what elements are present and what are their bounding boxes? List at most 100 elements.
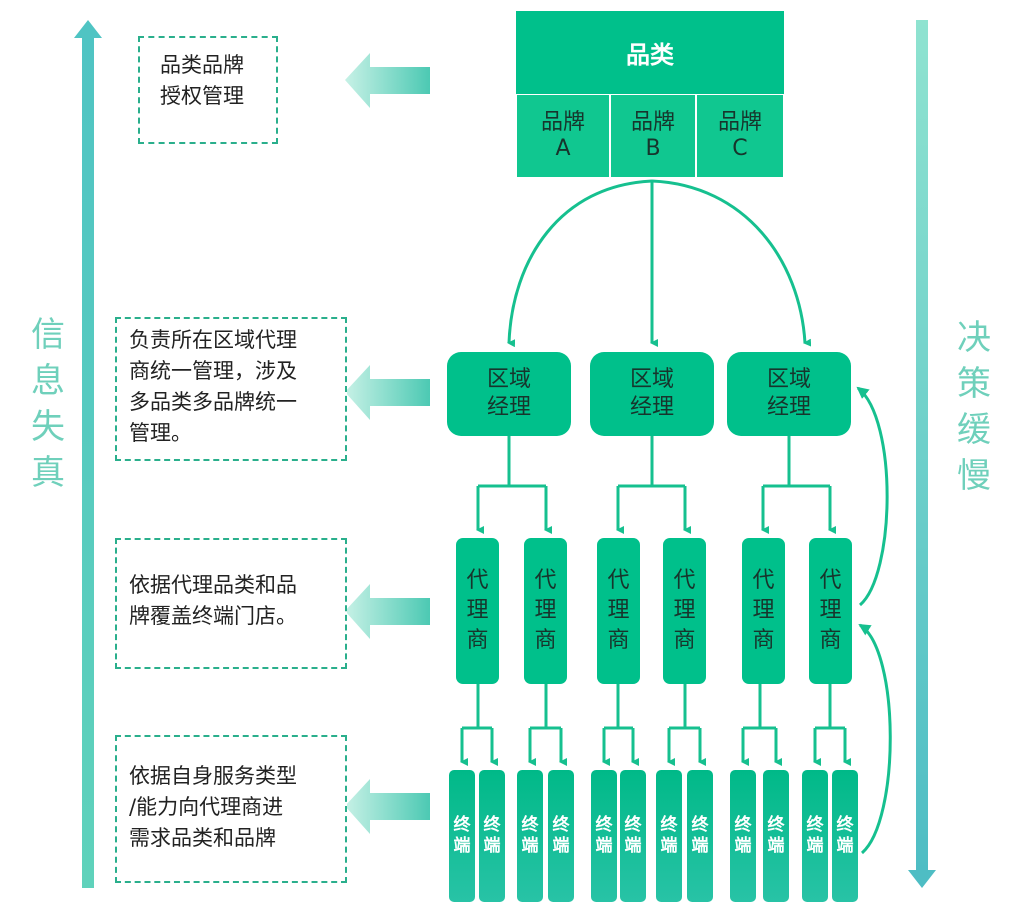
terminal-box: 终端: [832, 770, 858, 902]
terminal-box: 终端: [449, 770, 475, 902]
brand-label: 品牌: [540, 110, 585, 135]
manager-label: 经理: [766, 395, 811, 420]
feedback-arrow: [856, 386, 889, 607]
agent-char: 理: [534, 598, 557, 623]
connector-group: [476, 436, 552, 534]
note-line: 依据代理品类和品: [129, 573, 297, 597]
agent-char: 理: [607, 598, 630, 623]
agent-char: 代: [819, 568, 842, 593]
terminal-char: 终: [453, 815, 471, 835]
connector-group: [667, 684, 706, 766]
regional-manager-box: 区域 经理: [447, 352, 571, 436]
brand-label: 品牌: [630, 110, 675, 135]
terminal-char: 端: [836, 836, 854, 856]
connector-group: [813, 684, 851, 766]
agent-char: 商: [534, 628, 557, 653]
terminal-box: 终端: [802, 770, 828, 902]
terminal-char: 端: [734, 836, 752, 856]
agent-box: 代理商: [456, 538, 499, 684]
terminal-char: 端: [767, 836, 785, 856]
terminal-char: 端: [453, 836, 471, 856]
note-box: 负责所在区域代理 商统一管理，涉及 多品类多品牌统一 管理。: [115, 317, 347, 461]
note-line: 管理。: [129, 421, 192, 445]
terminal-char: 端: [660, 836, 678, 856]
connector-group: [602, 684, 639, 766]
connector-group: [528, 684, 567, 766]
axis-char: 缓: [957, 410, 991, 450]
terminal-box: 终端: [517, 770, 543, 902]
regional-manager-box: 区域 经理: [590, 352, 714, 436]
brand-letter: B: [645, 136, 661, 161]
terminal-box: 终端: [656, 770, 682, 902]
terminal-char: 终: [624, 815, 642, 835]
agent-char: 商: [673, 628, 696, 653]
agent-char: 商: [607, 628, 630, 653]
manager-label: 经理: [486, 395, 531, 420]
agent-box: 代理商: [742, 538, 785, 684]
terminal-box: 终端: [548, 770, 574, 902]
brand-letter: C: [732, 136, 748, 161]
feedback-arrow: [858, 623, 892, 855]
right-axis-arrow: [908, 20, 936, 888]
connector-line: [651, 179, 812, 347]
agent-char: 代: [673, 568, 696, 593]
note-arrow: [345, 365, 430, 420]
terminal-char: 终: [734, 815, 752, 835]
axis-char: 决: [957, 318, 991, 358]
agent-char: 商: [752, 628, 775, 653]
terminal-char: 终: [836, 815, 854, 835]
note-line: 品类品牌: [160, 53, 244, 77]
terminal-char: 终: [483, 815, 501, 835]
terminal-char: 端: [552, 836, 570, 856]
right-axis-label: 决 策 缓 慢: [953, 315, 995, 499]
agent-char: 商: [819, 628, 842, 653]
manager-label: 区域: [629, 367, 674, 392]
terminal-char: 端: [624, 836, 642, 856]
brand-letter: A: [555, 136, 571, 161]
note-line: 依据自身服务类型: [129, 764, 297, 788]
terminal-char: 端: [806, 836, 824, 856]
agent-char: 理: [673, 598, 696, 623]
agent-char: 商: [466, 628, 489, 653]
agent-box: 代理商: [663, 538, 706, 684]
note-arrow: [345, 53, 430, 108]
terminal-box: 终端: [763, 770, 789, 902]
agent-box: 代理商: [524, 538, 567, 684]
connector-group: [460, 684, 498, 766]
agent-char: 代: [752, 568, 775, 593]
axis-char: 信: [31, 315, 65, 355]
note-line: 商统一管理，涉及: [129, 359, 297, 383]
left-axis-arrow: [74, 20, 102, 888]
axis-char: 慢: [957, 456, 991, 496]
note-line: /能力向代理商进: [129, 795, 284, 819]
agent-char: 理: [466, 598, 489, 623]
left-axis-label: 信 息 失 真: [28, 312, 68, 496]
note-arrow: [345, 779, 430, 834]
terminal-box: 终端: [479, 770, 505, 902]
connector-line: [507, 179, 653, 348]
terminal-char: 终: [552, 815, 570, 835]
axis-char: 息: [31, 361, 65, 401]
terminal-box: 终端: [620, 770, 646, 902]
terminal-box: 终端: [730, 770, 756, 902]
agent-char: 代: [534, 568, 557, 593]
terminal-char: 端: [521, 836, 539, 856]
manager-label: 经理: [629, 395, 674, 420]
note-line: 授权管理: [160, 84, 244, 108]
terminal-char: 端: [595, 836, 613, 856]
note-box: 品类品牌 授权管理: [138, 36, 278, 144]
axis-char: 真: [31, 453, 65, 493]
axis-char: 失: [31, 407, 65, 447]
terminal-box: 终端: [591, 770, 617, 902]
note-box: 依据自身服务类型 /能力向代理商进 需求品类和品牌: [115, 735, 347, 883]
terminal-char: 端: [691, 836, 709, 856]
note-line: 需求品类和品牌: [129, 826, 276, 850]
regional-manager-box: 区域 经理: [727, 352, 851, 436]
note-line: 牌覆盖终端门店。: [129, 604, 297, 628]
agent-char: 理: [752, 598, 775, 623]
agent-box: 代理商: [809, 538, 852, 684]
